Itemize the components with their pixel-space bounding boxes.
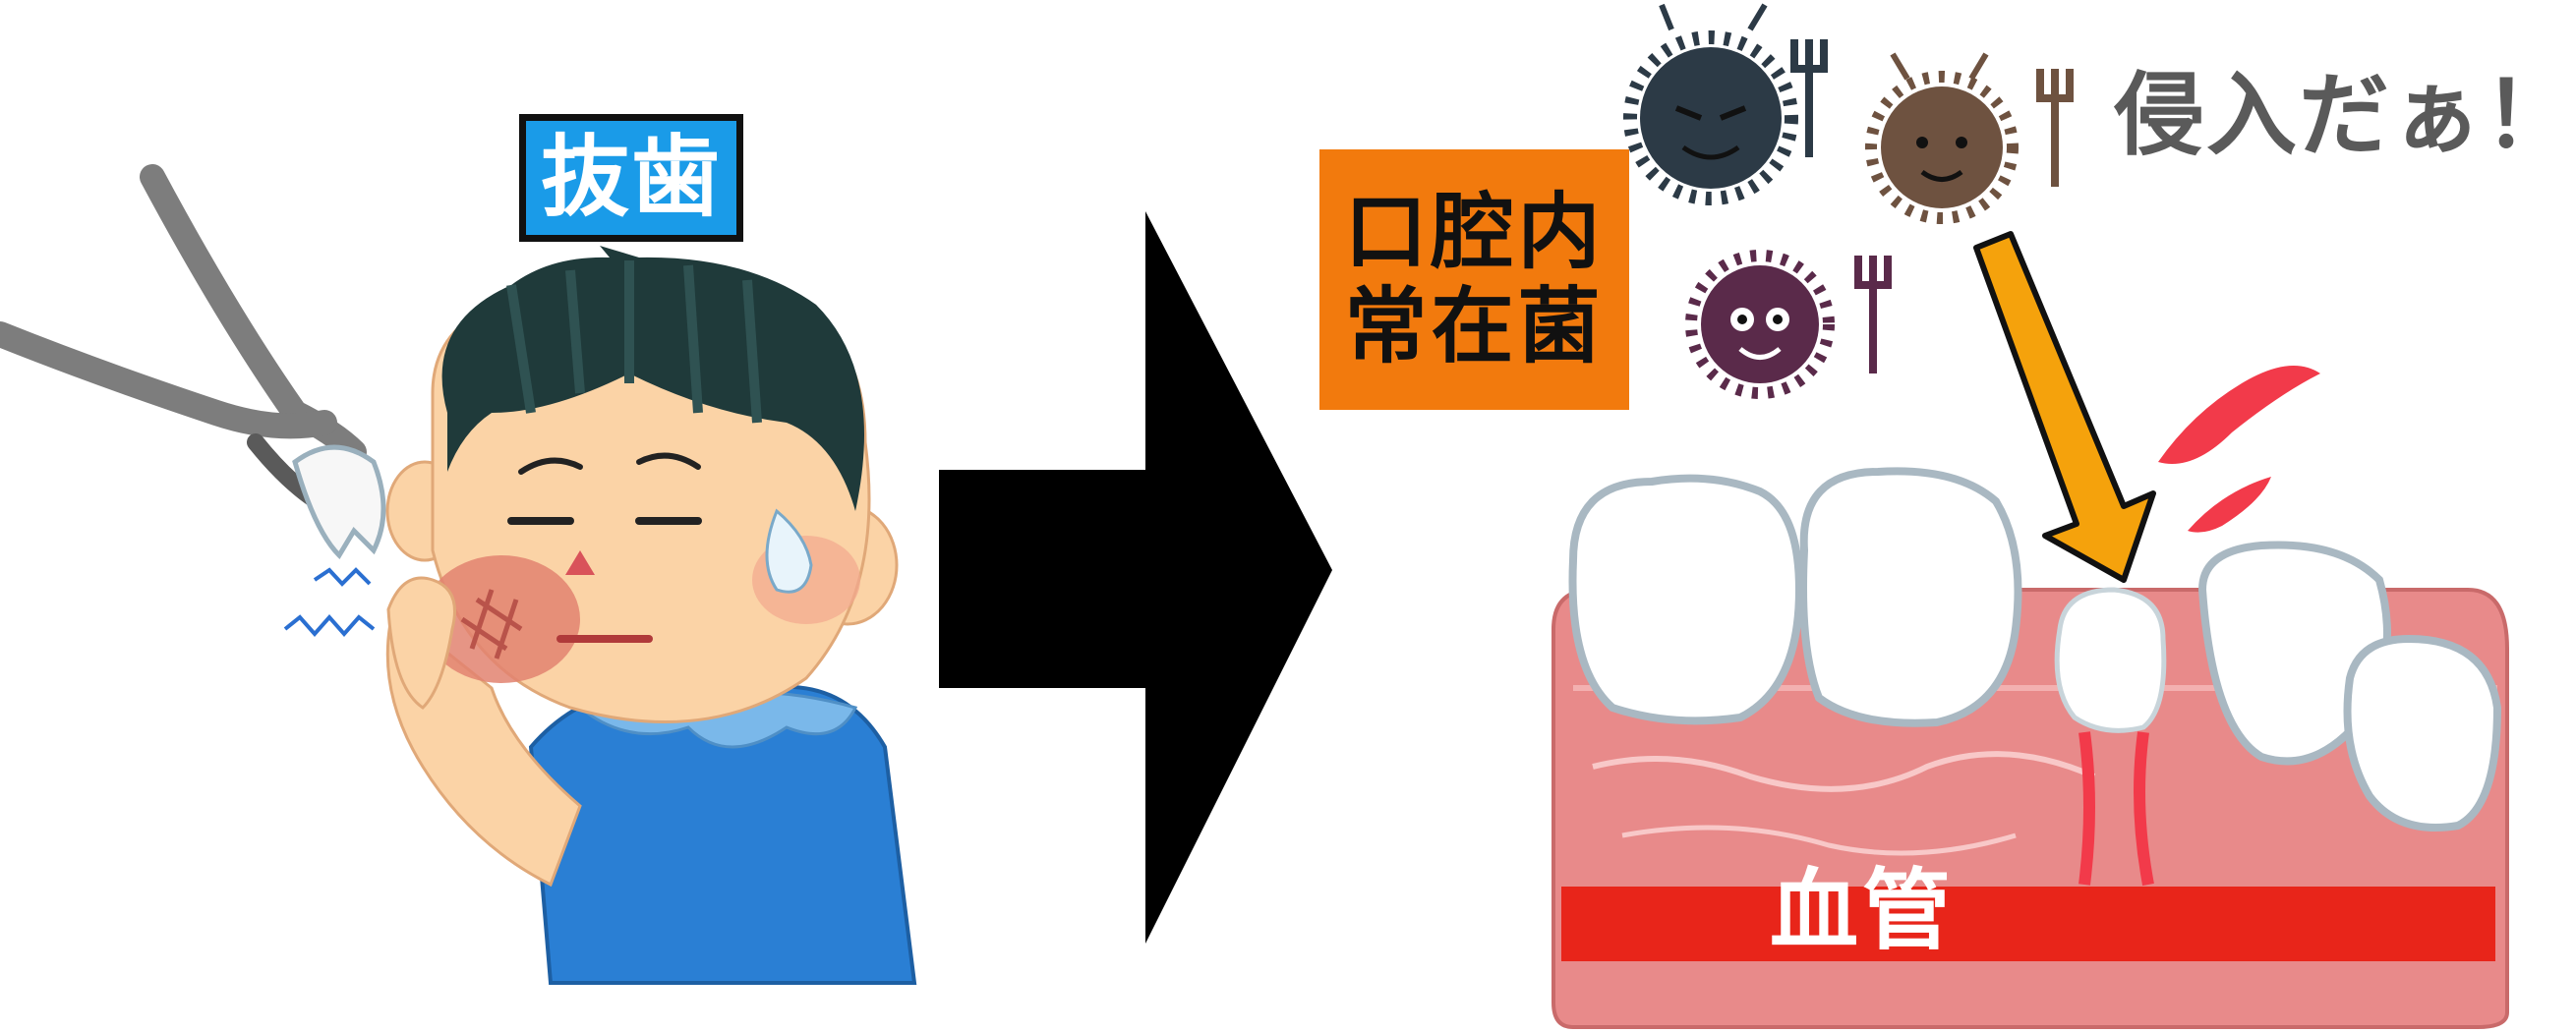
oral-flora-line2: 常在菌	[1344, 277, 1605, 374]
blood-splash-icon	[2158, 366, 2320, 533]
bacteria-icon	[1685, 250, 1892, 399]
bacteria-icon	[1865, 52, 2074, 224]
pain-zigzag-icon	[283, 613, 376, 638]
tooth-icon	[292, 444, 386, 560]
big-arrow-icon	[939, 211, 1332, 944]
pain-zigzag-icon	[313, 567, 372, 587]
boy-illustration	[385, 246, 917, 985]
invasion-arrow-icon	[1973, 231, 2156, 583]
oral-flora-line1: 口腔内	[1344, 183, 1605, 280]
blood-vessel-label: 血管	[1770, 859, 1955, 962]
blood-vessel-band	[1561, 887, 2495, 961]
extraction-label: 抜歯	[519, 114, 743, 242]
oral-flora-label: 口腔内 常在菌	[1319, 149, 1629, 410]
invasion-text: 侵入だぁ！	[2114, 63, 2576, 168]
bacteria-icon	[1623, 3, 1828, 205]
